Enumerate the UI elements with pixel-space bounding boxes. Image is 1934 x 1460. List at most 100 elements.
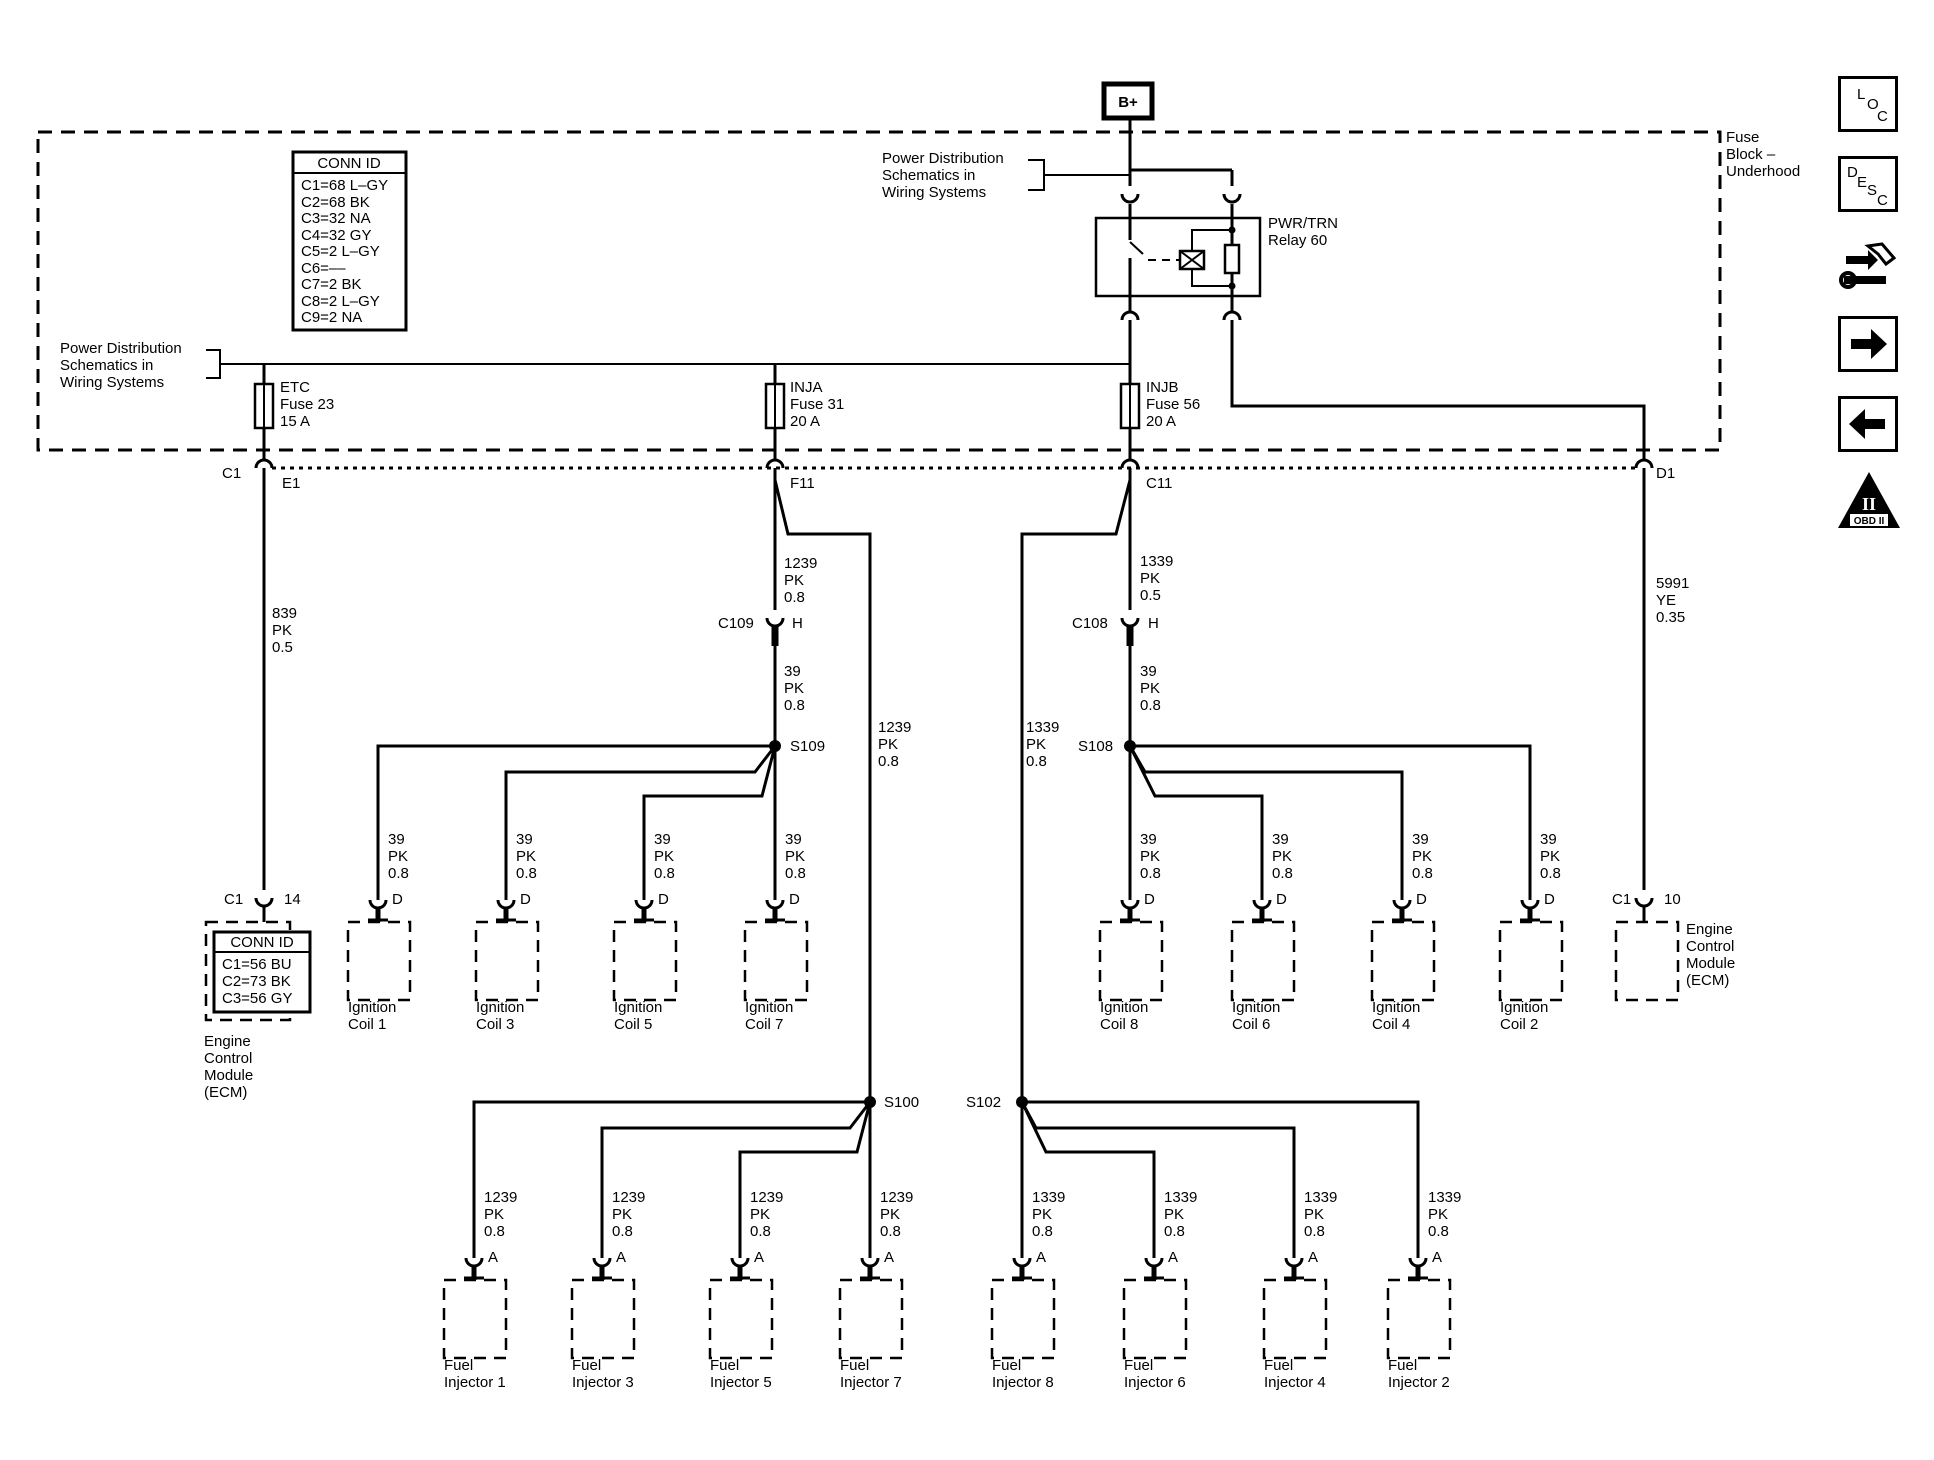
loc-icon: L O C (1857, 86, 1888, 125)
wire-label: 1239 (880, 1189, 913, 1206)
next-button[interactable] (1838, 316, 1898, 372)
svg-text:C3=56 GY: C3=56 GY (222, 990, 292, 1007)
svg-text:PK: PK (272, 622, 292, 639)
svg-text:II: II (1862, 494, 1876, 514)
relay-label: PWR/TRN Relay 60 (1268, 215, 1338, 249)
component-label: Ignition (1232, 999, 1280, 1016)
component-label: Coil 7 (745, 1016, 783, 1033)
svg-text:OBD II: OBD II (1854, 516, 1885, 527)
description-button[interactable]: D E S C (1838, 156, 1898, 212)
component-label: Injector 2 (1388, 1374, 1450, 1391)
wire-label: PK (1428, 1206, 1448, 1223)
svg-text:C3=32 NA: C3=32 NA (301, 210, 371, 227)
svg-text:Power Distribution: Power Distribution (882, 150, 1004, 167)
svg-text:Fuse 23: Fuse 23 (280, 396, 334, 413)
wire-label: PK (1032, 1206, 1052, 1223)
svg-text:(ECM): (ECM) (1686, 972, 1729, 989)
svg-text:YE: YE (1656, 592, 1676, 609)
svg-text:C1: C1 (1612, 891, 1631, 908)
obd-ii-button[interactable]: II OBD II (1836, 470, 1902, 530)
svg-text:PK: PK (1026, 736, 1046, 753)
svg-text:0.5: 0.5 (1140, 587, 1161, 604)
svg-text:1339: 1339 (1140, 553, 1173, 570)
inja-circuit: 1239 PK 0.8 C109 H 39 PK 0.8 1239 PK 0.8 (718, 468, 911, 1102)
injb-circuit: 1339 PK 0.5 C108 H 39 PK 0.8 1339 PK 0.8 (1020, 468, 1173, 1102)
relay-circuit (1094, 118, 1646, 460)
component-label: Injector 8 (992, 1374, 1054, 1391)
splice-s109: S109 (376, 738, 825, 900)
component-label: Fuel (1264, 1357, 1293, 1374)
connector-wrench-button[interactable] (1838, 234, 1898, 294)
svg-text:14: 14 (284, 891, 301, 908)
svg-text:1339: 1339 (1026, 719, 1059, 736)
svg-text:C: C (1877, 192, 1888, 209)
wire-label: 39 (1140, 831, 1157, 848)
wire-label: PK (654, 848, 674, 865)
wire-label: 39 (785, 831, 802, 848)
component-label: Fuel (1388, 1357, 1417, 1374)
wire-label: 0.8 (612, 1223, 633, 1240)
wire-label: 1239 (612, 1189, 645, 1206)
svg-text:10: 10 (1664, 891, 1681, 908)
component-label: Injector 3 (572, 1374, 634, 1391)
component-label: Fuel (710, 1357, 739, 1374)
svg-text:D1: D1 (1656, 465, 1675, 482)
fuse-etc: ETC Fuse 23 15 A (253, 364, 334, 460)
wire-label: 0.8 (880, 1223, 901, 1240)
component-label: Coil 1 (348, 1016, 386, 1033)
wire-label: 0.8 (1428, 1223, 1449, 1240)
svg-text:C8=2 L–GY: C8=2 L–GY (301, 293, 380, 310)
etc-circuit: 839 PK 0.5 C1 14 (224, 468, 301, 922)
previous-button[interactable] (1838, 396, 1898, 452)
power-dist-ref-top: Power Distribution Schematics in Wiring … (882, 150, 1130, 201)
svg-text:Control: Control (1686, 938, 1734, 955)
bplus-source: B+ (1101, 81, 1155, 121)
wire-label: 1339 (1164, 1189, 1197, 1206)
svg-text:S102: S102 (966, 1094, 1001, 1111)
wire-label: 1239 (484, 1189, 517, 1206)
svg-text:20 A: 20 A (1146, 413, 1176, 430)
pin-label: A (1036, 1249, 1046, 1266)
component-label: Ignition (476, 999, 524, 1016)
svg-text:39: 39 (1140, 663, 1157, 680)
svg-text:C5=2 L–GY: C5=2 L–GY (301, 243, 380, 260)
location-button[interactable]: L O C (1838, 76, 1898, 132)
svg-text:C1=56 BU: C1=56 BU (222, 956, 292, 973)
svg-text:0.8: 0.8 (1140, 697, 1161, 714)
wire-label: PK (1140, 848, 1160, 865)
pin-label: D (1144, 891, 1155, 908)
wire-label: 0.8 (1412, 865, 1433, 882)
svg-text:D: D (1847, 164, 1858, 181)
ecm-left: CONN ID C1=56 BU C2=73 BK C3=56 GY Engin… (204, 920, 312, 1101)
svg-text:0.5: 0.5 (272, 639, 293, 656)
svg-text:PK: PK (784, 572, 804, 589)
relay-out-circuit: 5991 YE 0.35 C1 10 (1612, 468, 1689, 922)
pin-label: A (754, 1249, 764, 1266)
svg-text:Schematics in: Schematics in (882, 167, 975, 184)
pin-label: D (1416, 891, 1427, 908)
wire-label: 0.8 (654, 865, 675, 882)
svg-text:C2=68 BK: C2=68 BK (301, 194, 370, 211)
svg-text:20 A: 20 A (790, 413, 820, 430)
svg-text:Fuse 56: Fuse 56 (1146, 396, 1200, 413)
wire-label: 0.8 (516, 865, 537, 882)
svg-text:C2=73 BK: C2=73 BK (222, 973, 291, 990)
svg-text:PK: PK (1140, 570, 1160, 587)
svg-text:INJA: INJA (790, 379, 823, 396)
component-label: Fuel (1124, 1357, 1153, 1374)
wire-label: 0.8 (1272, 865, 1293, 882)
wire-label: 0.8 (750, 1223, 771, 1240)
svg-text:S109: S109 (790, 738, 825, 755)
component-label: Ignition (348, 999, 396, 1016)
wire-label: 1339 (1304, 1189, 1337, 1206)
svg-text:Schematics in: Schematics in (60, 357, 153, 374)
svg-text:PK: PK (878, 736, 898, 753)
wire-label: 0.8 (388, 865, 409, 882)
bplus-label: B+ (1118, 94, 1138, 111)
